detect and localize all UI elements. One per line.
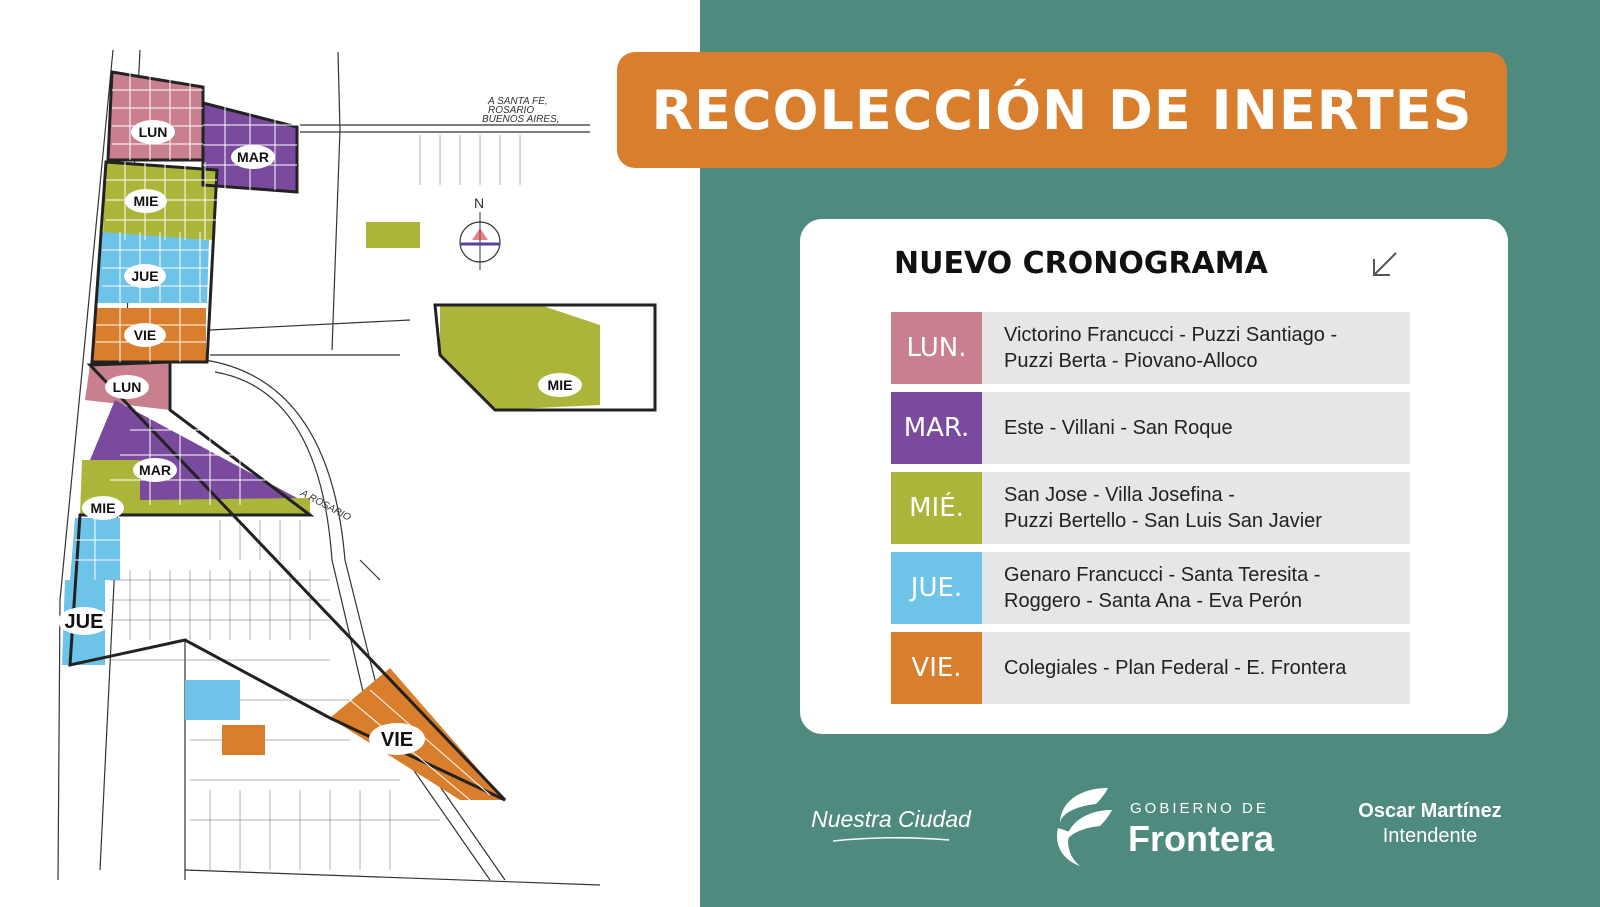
zone-label-jue-2: JUE (65, 611, 104, 633)
zone-label-mar-2: MAR (139, 462, 171, 478)
schedule-heading: NUEVO CRONOGRAMA (894, 246, 1268, 281)
schedule-row-lun: LUN. Victorino Francucci - Puzzi Santiag… (891, 312, 1410, 384)
zone-label-mar-1: MAR (237, 149, 269, 165)
schedule-row-vie: VIE. Colegiales - Plan Federal - E. Fron… (891, 632, 1410, 704)
mayor-name: Oscar Martínez (1358, 800, 1502, 822)
road-label-north-1: A SANTA FE, (487, 96, 548, 107)
compass-label: N (474, 195, 484, 211)
mayor-role: Intendente (1382, 825, 1478, 847)
map-zones (62, 72, 600, 800)
frontera-logo-icon (1056, 788, 1112, 866)
schedule-card: NUEVO CRONOGRAMA LUN. Victorino Francucc… (800, 219, 1508, 734)
schedule-row-jue: JUE. Genaro Francucci - Santa Teresita -… (891, 552, 1410, 624)
road-label-north-2: ROSARIO (488, 105, 534, 116)
logo-title: Frontera (1128, 818, 1275, 859)
day-label-vie: VIE. (891, 632, 982, 704)
zone-label-bubbles (58, 120, 582, 755)
zone-label-mie-2: MIE (91, 500, 116, 516)
zone-label-vie-1: VIE (134, 327, 157, 343)
neighborhoods-lun: Victorino Francucci - Puzzi Santiago - P… (982, 312, 1410, 384)
title-banner: RECOLECCIÓN DE INERTES (617, 52, 1507, 168)
zone-map: N A SANTA FE, ROSARIO BUENOS AIRES, A RO… (0, 0, 700, 907)
slogan-text: Nuestra Ciudad (811, 806, 971, 832)
compass-icon: N (459, 195, 501, 270)
day-label-lun: LUN. (891, 312, 982, 384)
zone-label-lun-1: LUN (139, 124, 168, 140)
road-label-north-3: BUENOS AIRES, (482, 114, 559, 125)
zone-label-lun-2: LUN (113, 379, 142, 395)
zone-label-vie-2: VIE (381, 729, 413, 751)
arrow-down-left-icon (1373, 252, 1397, 276)
logo-subtitle: GOBIERNO DE (1130, 800, 1269, 817)
neighborhoods-mie: San Jose - Villa Josefina - Puzzi Bertel… (982, 472, 1410, 544)
zone-label-mie-1: MIE (134, 193, 159, 209)
day-label-jue: JUE. (891, 552, 982, 624)
schedule-list: LUN. Victorino Francucci - Puzzi Santiag… (891, 312, 1410, 712)
zone-label-mie-3: MIE (548, 377, 573, 393)
slogan: Nuestra Ciudad (806, 806, 976, 843)
page-title: RECOLECCIÓN DE INERTES (651, 78, 1473, 142)
slogan-underline (832, 836, 950, 842)
mayor-credit: Oscar Martínez Intendente (1330, 800, 1530, 848)
day-label-mie: MIÉ. (891, 472, 982, 544)
neighborhoods-mar: Este - Villani - San Roque (982, 392, 1410, 464)
map-drawing: N A SANTA FE, ROSARIO BUENOS AIRES, A RO… (57, 49, 657, 886)
neighborhoods-vie: Colegiales - Plan Federal - E. Frontera (982, 632, 1410, 704)
neighborhoods-jue: Genaro Francucci - Santa Teresita - Rogg… (982, 552, 1410, 624)
map-zone-borders (68, 70, 657, 802)
zone-label-jue-1: JUE (131, 268, 158, 284)
day-label-mar: MAR. (891, 392, 982, 464)
zone-label-texts: LUN MAR MIE JUE VIE LUN MAR MIE JUE VIE … (65, 124, 573, 751)
schedule-row-mie: MIÉ. San Jose - Villa Josefina - Puzzi B… (891, 472, 1410, 544)
schedule-row-mar: MAR. Este - Villani - San Roque (891, 392, 1410, 464)
